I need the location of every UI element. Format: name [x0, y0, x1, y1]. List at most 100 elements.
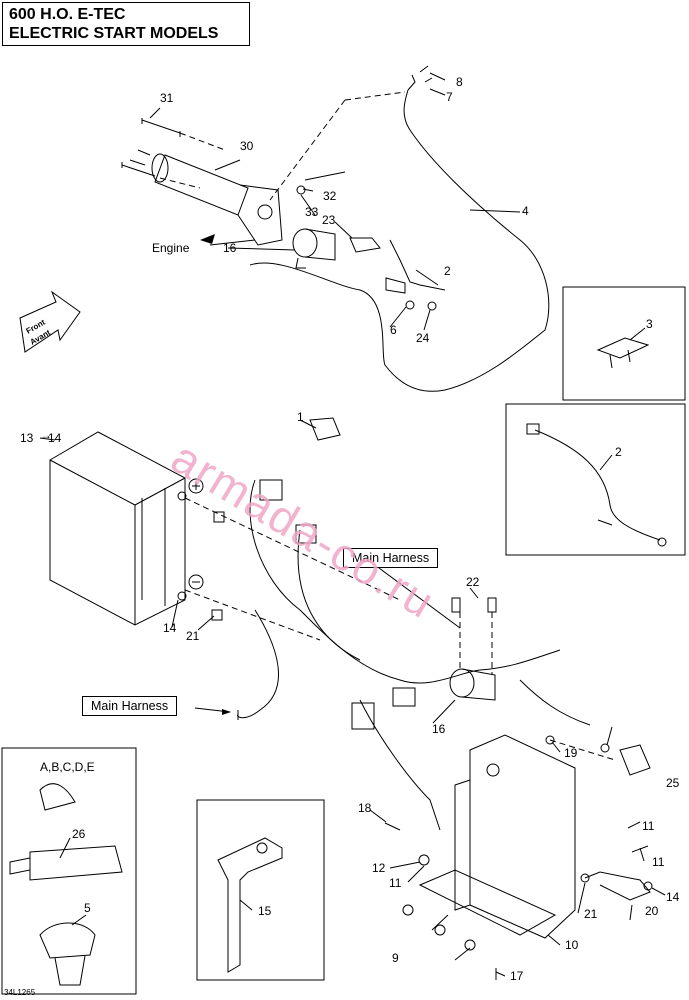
callout-1: 1: [297, 410, 304, 424]
callout-19: 19: [564, 746, 578, 760]
main-harness: [236, 479, 591, 831]
callout-5: 5: [84, 901, 91, 915]
callout-3: 3: [646, 317, 653, 331]
callout-13: 13: [20, 431, 34, 445]
screw-19: [545, 735, 555, 745]
nut-24: [427, 301, 437, 311]
callout-2: 2: [444, 264, 451, 278]
clip-21: [211, 609, 223, 621]
engine-arrow: [200, 234, 215, 244]
connector: [351, 702, 375, 730]
nut-14: [643, 881, 653, 891]
main-harness-leader: [374, 564, 461, 629]
callout-18: 18: [358, 801, 372, 815]
starter-solenoid-top: [292, 228, 336, 269]
callout-30: 30: [240, 139, 254, 153]
callout-11: 11: [642, 819, 655, 833]
callout-22: 22: [466, 575, 480, 589]
callout-8: 8: [456, 75, 463, 89]
callout-31: 31: [160, 91, 174, 105]
bolt-31: [121, 118, 181, 177]
tube-26: [9, 845, 123, 881]
kit-inset-box: [1, 747, 137, 995]
callout-16: 16: [432, 722, 446, 736]
cable-2-inset: [526, 423, 667, 547]
callout-2: 2: [615, 445, 622, 459]
callout-20: 20: [645, 904, 659, 918]
battery: [49, 431, 186, 626]
connector: [392, 687, 416, 707]
nut-14: [600, 743, 610, 753]
main-harness-label: Main Harness: [82, 696, 178, 716]
terminal-cover-25: [619, 744, 651, 776]
connector: [259, 479, 283, 501]
nut-14: [177, 591, 187, 601]
callout-23: 23: [322, 213, 336, 227]
main-harness-label: Main Harness: [343, 548, 439, 568]
engine-label: Engine: [152, 241, 190, 255]
fuse-3: [596, 337, 650, 369]
callout-17: 17: [510, 969, 524, 983]
callout-10: 10: [565, 938, 579, 952]
cable-inset-box: [505, 403, 686, 556]
callout-26: 26: [72, 827, 86, 841]
cable-20: [584, 871, 651, 901]
clip-21: [213, 511, 225, 523]
title-box: 600 H.O. E-TEC ELECTRIC START MODELS: [2, 2, 250, 46]
callout-6: 6: [390, 323, 397, 337]
callout-21: 21: [186, 629, 200, 643]
fuse-inset-box: [562, 286, 686, 401]
cap-22: [487, 597, 497, 613]
starter-motor: [129, 149, 283, 246]
front-arrow: [19, 290, 81, 353]
positive-terminal-symbol: [188, 478, 204, 494]
bracket-inset-box: [196, 799, 325, 981]
starter-solenoid-lower: [449, 668, 496, 701]
callout-12: 12: [372, 861, 386, 875]
grommet-9: [434, 924, 446, 936]
callout-21: 21: [584, 907, 598, 921]
callout-16: 16: [223, 241, 237, 255]
nut-14: [177, 491, 187, 501]
battery-tray: [418, 734, 576, 939]
plus-sign: [192, 482, 200, 490]
washer-12: [418, 854, 430, 866]
title-line-1: 600 H.O. E-TEC: [9, 6, 126, 23]
callout-14: 14: [163, 621, 177, 635]
callout-24: 24: [416, 331, 430, 345]
kit-label: A,B,C,D,E: [40, 760, 95, 774]
cable-lug: [385, 277, 406, 294]
callout-15: 15: [258, 904, 272, 918]
bracket-15: [217, 837, 283, 973]
bolt-32: [304, 171, 346, 181]
clip-5: [39, 922, 96, 986]
cable-2-top: [389, 239, 446, 291]
negative-terminal-symbol: [188, 574, 204, 590]
fastener-7-8: [419, 65, 433, 83]
callout-25: 25: [666, 776, 680, 790]
nut-6: [405, 300, 415, 310]
callout-14: 14: [666, 890, 680, 904]
grommet-9: [402, 904, 414, 916]
callout-33: 33: [305, 205, 319, 219]
connector: [295, 524, 317, 544]
engine-harness-loop: [249, 89, 550, 392]
callout-9: 9: [392, 951, 399, 965]
callout-4: 4: [522, 204, 529, 218]
callout-11: 11: [389, 876, 402, 890]
grommet-9: [464, 939, 476, 951]
harness-end: [407, 74, 416, 91]
arrow-13-14: [39, 437, 56, 441]
diagram-code: 34L1265: [4, 988, 36, 997]
callout-14: 14: [48, 431, 62, 445]
bolt-18: [384, 822, 401, 831]
svg-text:→: →: [40, 428, 52, 442]
callout-7: 7: [446, 90, 453, 104]
cap-22: [451, 597, 461, 613]
washer-21: [580, 873, 590, 883]
boot-23: [349, 237, 381, 253]
callout-32: 32: [323, 189, 337, 203]
clamp-kit-icon: [39, 783, 76, 811]
